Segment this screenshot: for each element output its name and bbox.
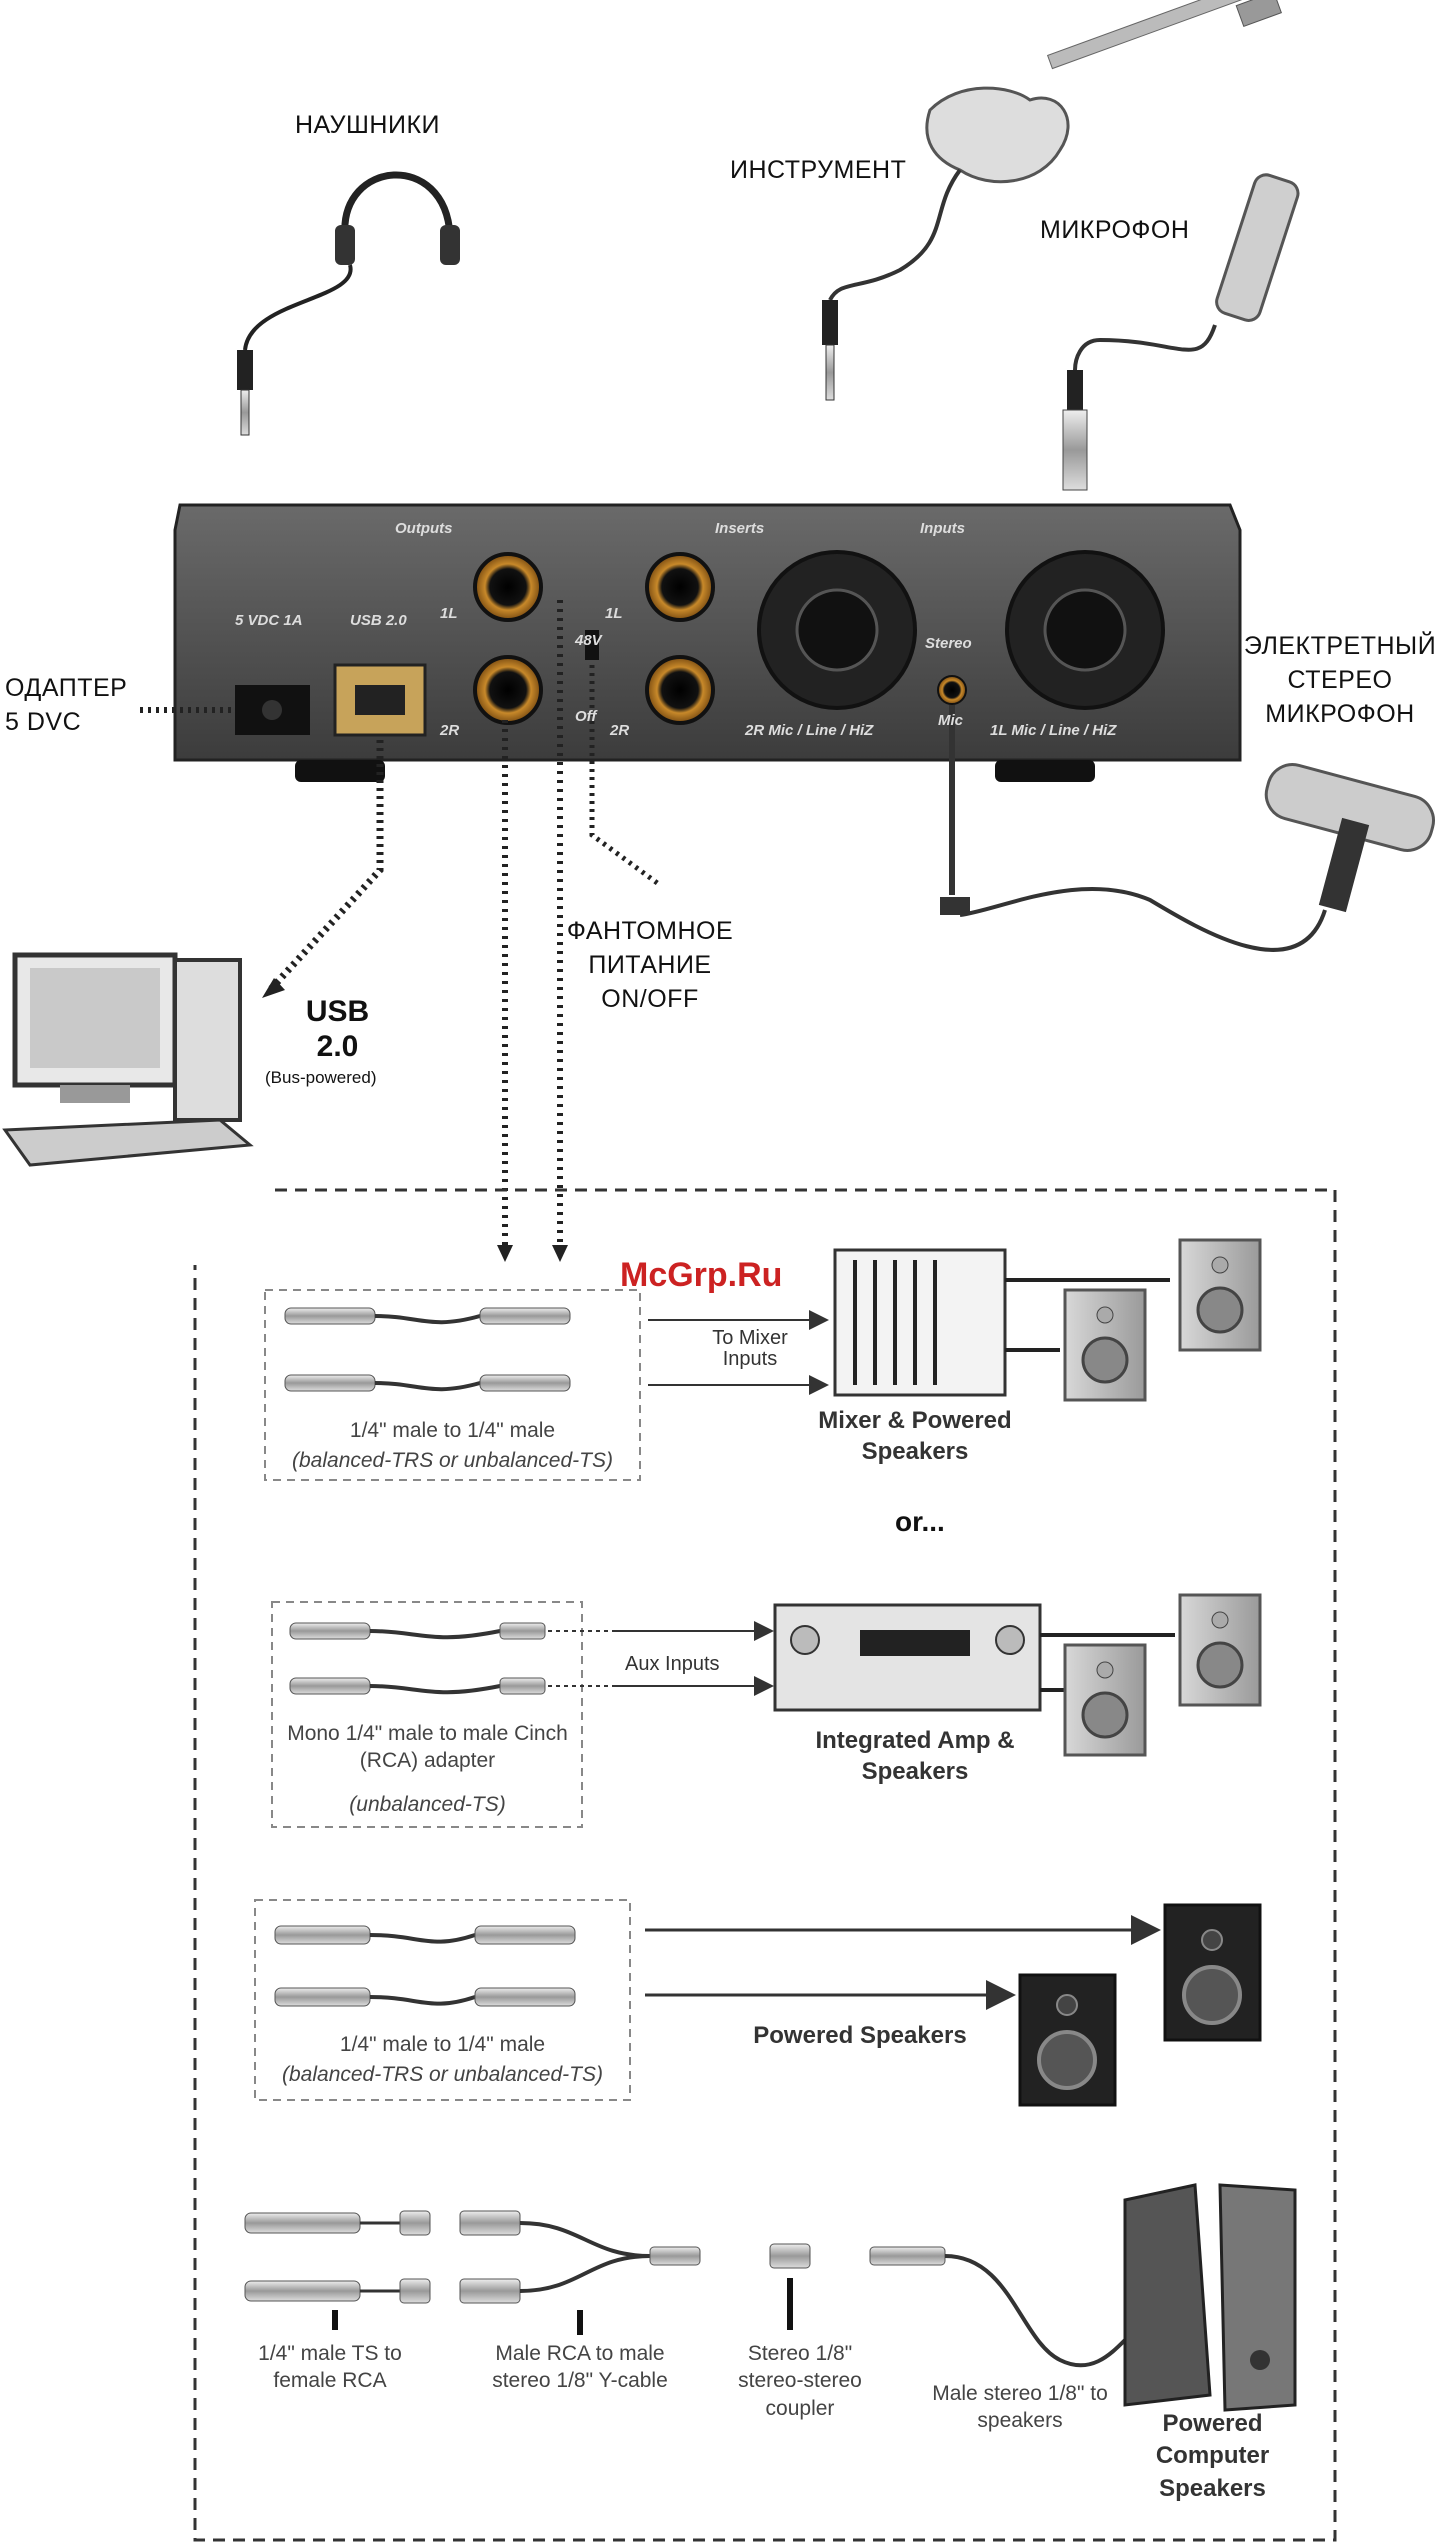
box1-cable-sub: (balanced-TRS or unbalanced-TS) <box>292 1449 613 1472</box>
insert-1l-label: 1L <box>605 605 623 622</box>
trs-cable-pair-3 <box>274 1925 576 2007</box>
xlr-1l-label: 1L Mic / Line / HiZ <box>990 722 1117 739</box>
computer-speakers-icon <box>1123 2183 1297 2412</box>
box1-destination: Mixer & Powered Speakers <box>818 1407 1012 1466</box>
box4-caption-2: Male RCA to male stereo 1/8" Y-cable <box>492 2342 668 2393</box>
box4-caption-3: Stereo 1/8" stereo-stereo coupler <box>738 2342 862 2420</box>
outputs-label: Outputs <box>395 520 453 537</box>
microphone-icon <box>1062 173 1300 491</box>
box1-cable-caption: 1/4" male to 1/4" male <box>349 1419 556 1442</box>
inputs-label: Inputs <box>920 520 965 537</box>
xlr-2r-label: 2R Mic / Line / HiZ <box>745 722 874 739</box>
box3-cable-sub: (balanced-TRS or unbalanced-TS) <box>282 2063 603 2086</box>
off-label: Off <box>575 708 597 725</box>
box1-arrow-label: To Mixer Inputs <box>712 1327 788 1370</box>
microphone-label: МИКРОФОН <box>1040 216 1190 244</box>
box2-cable-sub: (unbalanced-TS) <box>349 1793 506 1816</box>
mixer-icon <box>833 1248 1007 1397</box>
power-label: 5 VDC 1A <box>235 612 303 629</box>
insert-jack-1l <box>645 552 715 622</box>
phantom-leader <box>589 665 662 888</box>
instrument-label: ИНСТРУМЕНТ <box>730 156 907 184</box>
watermark: McGrp.Ru <box>620 1256 783 1294</box>
output-jack-2r <box>473 655 543 725</box>
usb-title: USB 2.0 <box>305 995 370 1063</box>
computer-speaker-cable-chain <box>244 2210 1127 2368</box>
insert-jack-2r <box>645 655 715 725</box>
audio-interface <box>173 503 1242 782</box>
trs-cable-pair-1 <box>284 1307 571 1392</box>
output-2r-label: 2R <box>440 722 460 739</box>
insert-2r-label: 2R <box>610 722 630 739</box>
inserts-label: Inserts <box>715 520 765 537</box>
usb-cable <box>262 740 384 998</box>
electret-mic-icon <box>940 705 1435 952</box>
stereo-label: Stereo <box>925 635 972 652</box>
speaker-icon <box>1063 1643 1147 1757</box>
cable-box-3 <box>254 1899 631 2101</box>
cable-box-1 <box>264 1289 641 1481</box>
headphones-label: НАУШНИКИ <box>295 111 440 139</box>
adapter-label: ОДАПТЕР 5 DVC <box>5 674 128 736</box>
or-text: or... <box>895 1506 945 1537</box>
speaker-icon <box>1178 1593 1262 1707</box>
box2-destination: Integrated Amp & Speakers <box>815 1727 1015 1786</box>
phantom-power-label: ФАНТОМНОЕ ПИТАНИЕ ON/OFF <box>566 917 734 1013</box>
box4-caption-4: Male stereo 1/8" to speakers <box>932 2382 1108 2433</box>
box3-cable-caption: 1/4" male to 1/4" male <box>339 2033 546 2056</box>
speaker-icon <box>1063 1288 1147 1402</box>
rca-adapter-pair <box>289 1622 546 1695</box>
box2-arrow-label: Aux Inputs <box>625 1653 720 1675</box>
studio-monitor-icon <box>1163 1903 1262 2042</box>
box2-cable-caption: Mono 1/4" male to male Cinch (RCA) adapt… <box>287 1722 568 1773</box>
output-1l-label: 1L <box>440 605 458 622</box>
connection-frame <box>193 1188 1337 2542</box>
v48-label: 48V <box>575 632 602 649</box>
computer-icon <box>2 952 254 1167</box>
usb-subtitle: (Bus-powered) <box>265 1068 377 1087</box>
studio-monitor-icon <box>1018 1973 1117 2107</box>
phantom-switch <box>585 630 599 660</box>
cable-box-2 <box>271 1601 583 1828</box>
stereo-mic-jack <box>937 675 967 705</box>
box4-destination: Powered Computer Speakers <box>1155 2410 1270 2502</box>
output-cables <box>497 600 568 1262</box>
mic-label: Mic <box>938 712 964 729</box>
output-jack-1l <box>473 552 543 622</box>
bass-guitar-icon <box>822 0 1282 401</box>
box4-caption-1: 1/4" male TS to female RCA <box>258 2342 402 2393</box>
electret-mic-label: ЭЛЕКТРЕТНЫЙ СТЕРЕО МИКРОФОН <box>1243 632 1437 728</box>
amplifier-icon <box>773 1603 1042 1712</box>
headphones-icon <box>237 171 460 436</box>
usb-port-label: USB 2.0 <box>350 612 407 629</box>
box3-destination: Powered Speakers <box>753 2022 967 2049</box>
speaker-icon <box>1178 1238 1262 1352</box>
